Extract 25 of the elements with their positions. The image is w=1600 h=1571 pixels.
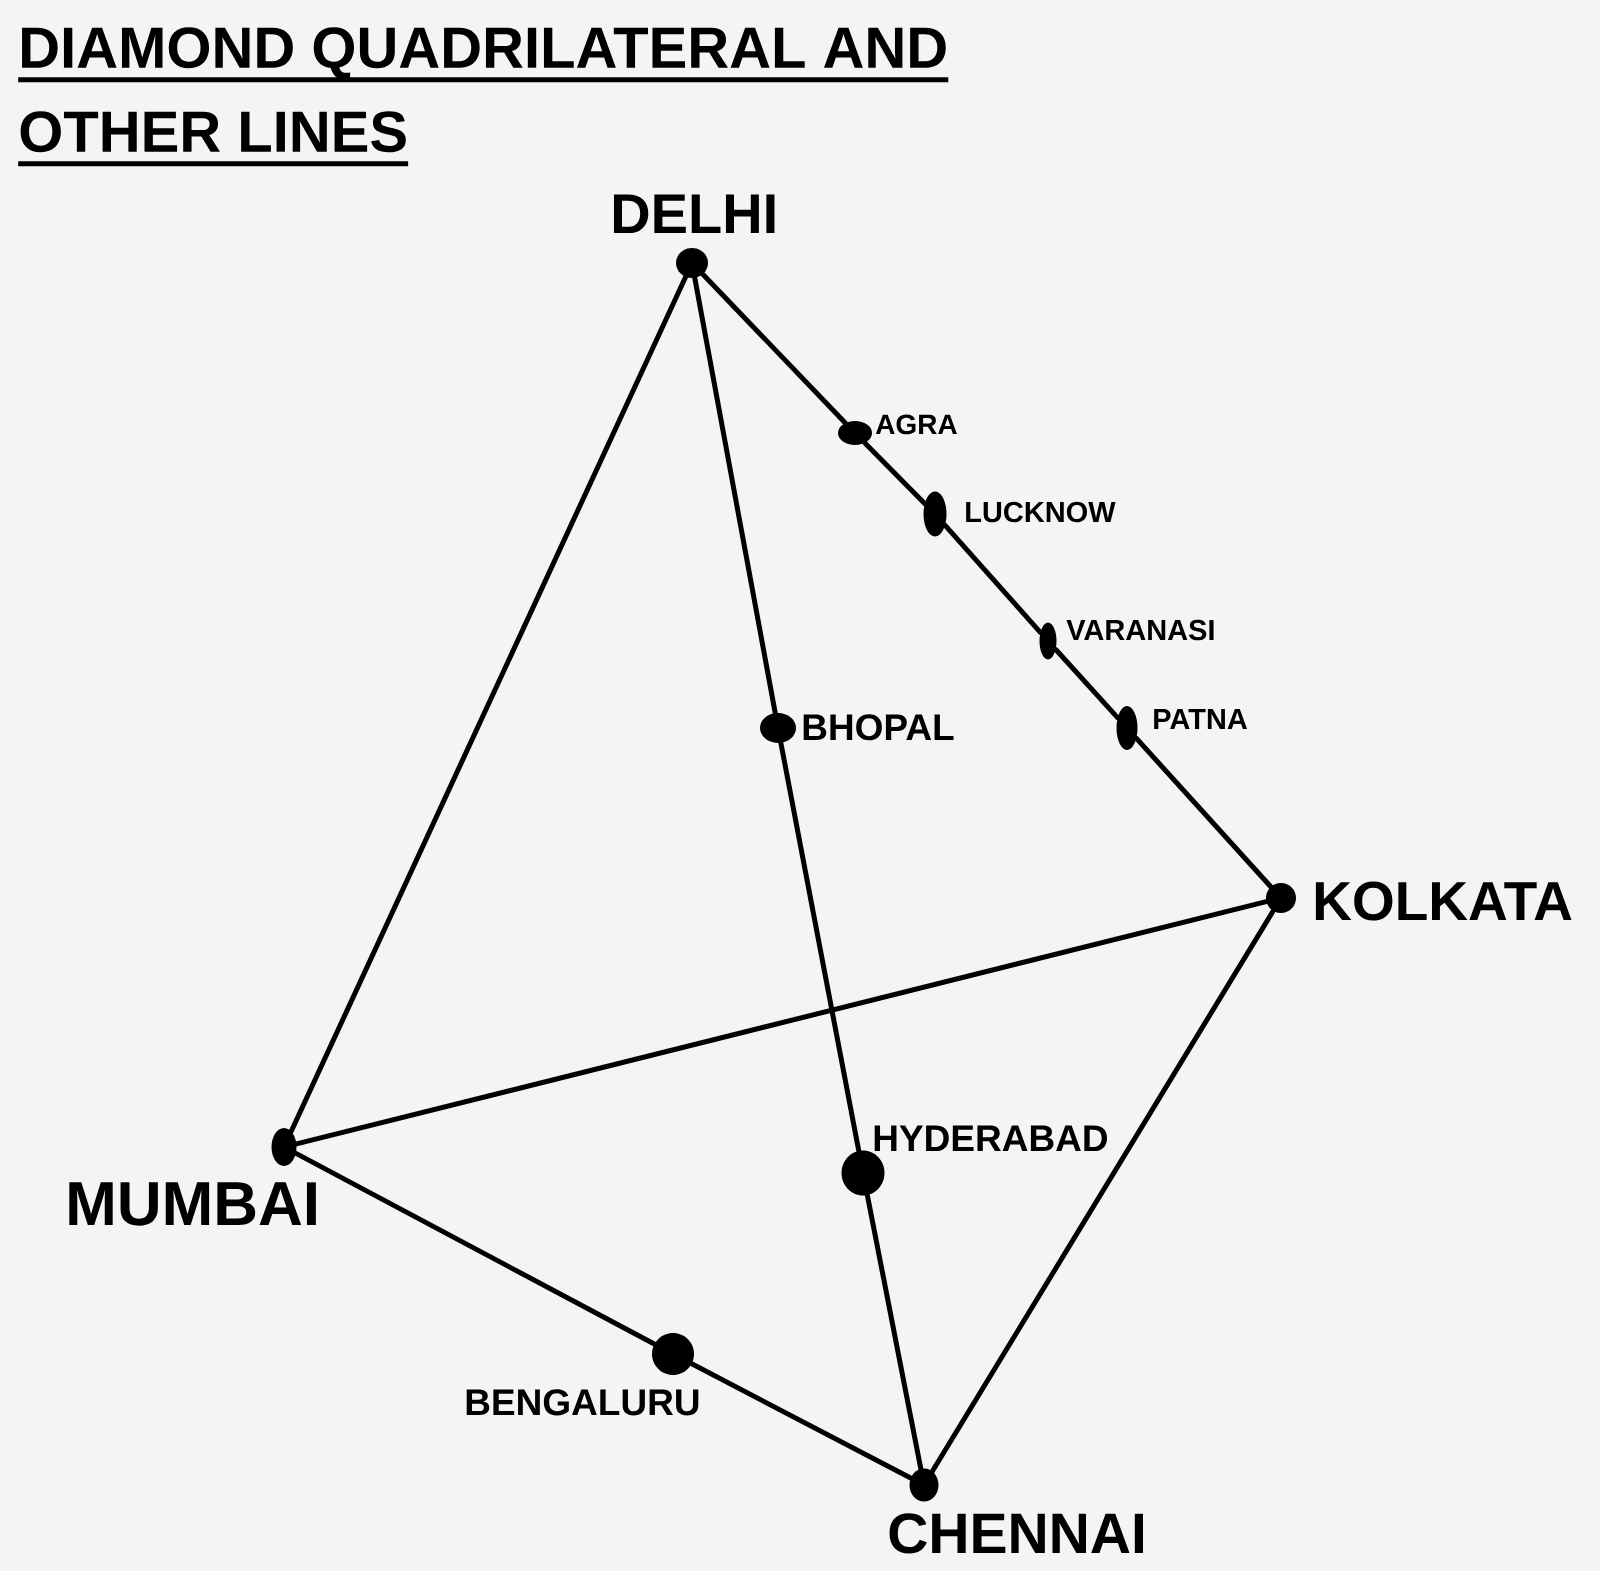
city-label: AGRA: [875, 414, 957, 435]
route-line: [864, 1192, 924, 1472]
city-label: PATNA: [1154, 709, 1248, 729]
route-line: [1053, 647, 1121, 721]
route-line: [294, 899, 1269, 1147]
route-line: [1133, 735, 1274, 890]
route-line: [692, 275, 778, 716]
route-line: [689, 1361, 914, 1481]
city-label: HYDERABAD: [874, 1125, 1108, 1151]
route-line: [700, 271, 848, 426]
title: DIAMOND QUADRILATERAL AND OTHER LINES: [18, 27, 949, 167]
city-label: MUMBAI: [69, 1182, 316, 1226]
route-line: [288, 274, 689, 1134]
route-line: [293, 1150, 657, 1347]
city-label: BENGALURU: [466, 1389, 699, 1416]
city-label: VARANASI: [1066, 619, 1214, 641]
route-line: [929, 908, 1276, 1474]
city-label: CHENNAI: [889, 1513, 1144, 1554]
city-label: KOLKATA: [1315, 881, 1572, 921]
route-line: [778, 740, 862, 1154]
route-line: [862, 440, 928, 506]
city-label: DELHI: [613, 194, 775, 233]
city-label: LUCKNOW: [966, 501, 1116, 523]
city-label: BHOPAL: [803, 714, 954, 741]
route-line: [942, 522, 1043, 635]
